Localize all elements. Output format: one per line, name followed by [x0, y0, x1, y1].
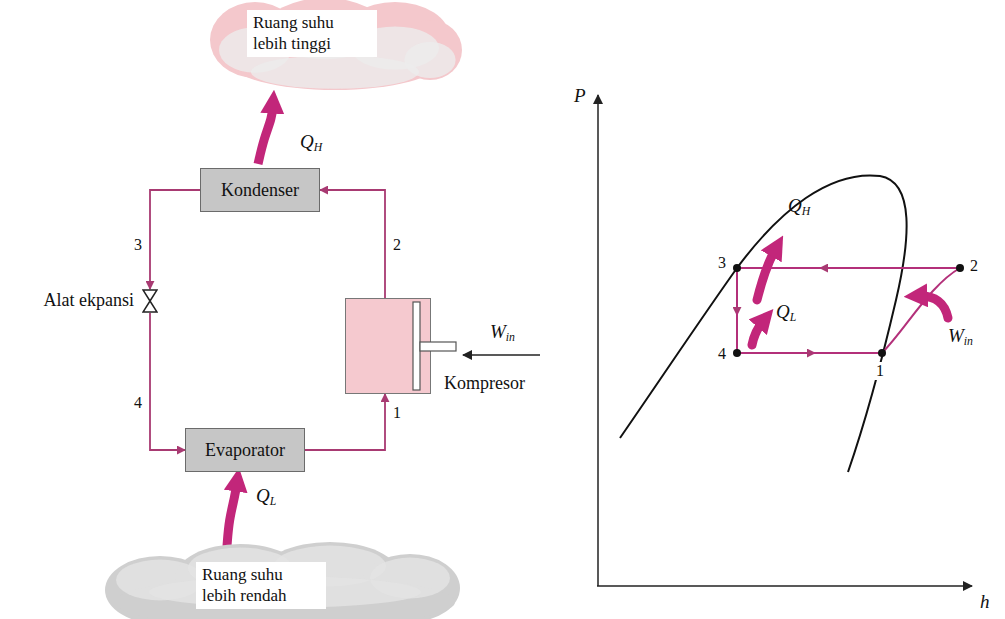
state-number: 2 [391, 236, 403, 254]
heat-label: QH [298, 132, 324, 153]
valve-symbol [142, 289, 158, 313]
space-label: Ruang suhu lebih tinggi [247, 10, 377, 57]
heat-label: QL [254, 486, 278, 507]
refrigerant-line [305, 394, 385, 450]
evaporator-box: Evaporator [185, 428, 305, 472]
valve-label: Alat ekpansi [44, 290, 134, 311]
state-number: 1 [874, 362, 886, 380]
cold-space-cloud: Ruang suhu lebih rendah [110, 540, 460, 619]
expansion-valve: Alat ekpansi [142, 289, 158, 313]
refrigerant-line [320, 190, 385, 298]
saturation-dome [620, 175, 907, 472]
state-number: 4 [716, 345, 728, 363]
work-label: Win [946, 326, 975, 347]
box-label: Kondenser [221, 180, 299, 201]
heat-arrows [752, 248, 948, 345]
axis-label: h [978, 592, 992, 613]
axis-label: P [572, 86, 588, 107]
condenser-box: Kondenser [200, 168, 320, 212]
cycle-lines [737, 268, 960, 353]
p-axis [597, 95, 599, 586]
compressor: Kompresor [345, 298, 431, 394]
heat-out-arrow [258, 104, 273, 164]
compressor-label: Kompresor [444, 373, 525, 394]
piston [345, 298, 431, 394]
state-number: 3 [132, 236, 144, 254]
refrigerant-line [150, 190, 200, 289]
heat-label: QH [786, 196, 812, 217]
state-number: 1 [391, 404, 403, 422]
state-number: 2 [968, 257, 980, 275]
box-label: Evaporator [205, 440, 285, 461]
h-axis [597, 585, 972, 587]
refrigerant-line [150, 313, 185, 450]
work-label: Win [488, 322, 517, 343]
state-number: 4 [132, 394, 144, 412]
heat-in-arrow [227, 482, 237, 546]
state-number: 3 [716, 254, 728, 272]
heat-label: QL [774, 302, 798, 323]
warm-space-cloud: Ruang suhu lebih tinggi [215, 0, 460, 100]
space-label: Ruang suhu lebih rendah [196, 562, 326, 609]
work-arrow [463, 354, 540, 356]
